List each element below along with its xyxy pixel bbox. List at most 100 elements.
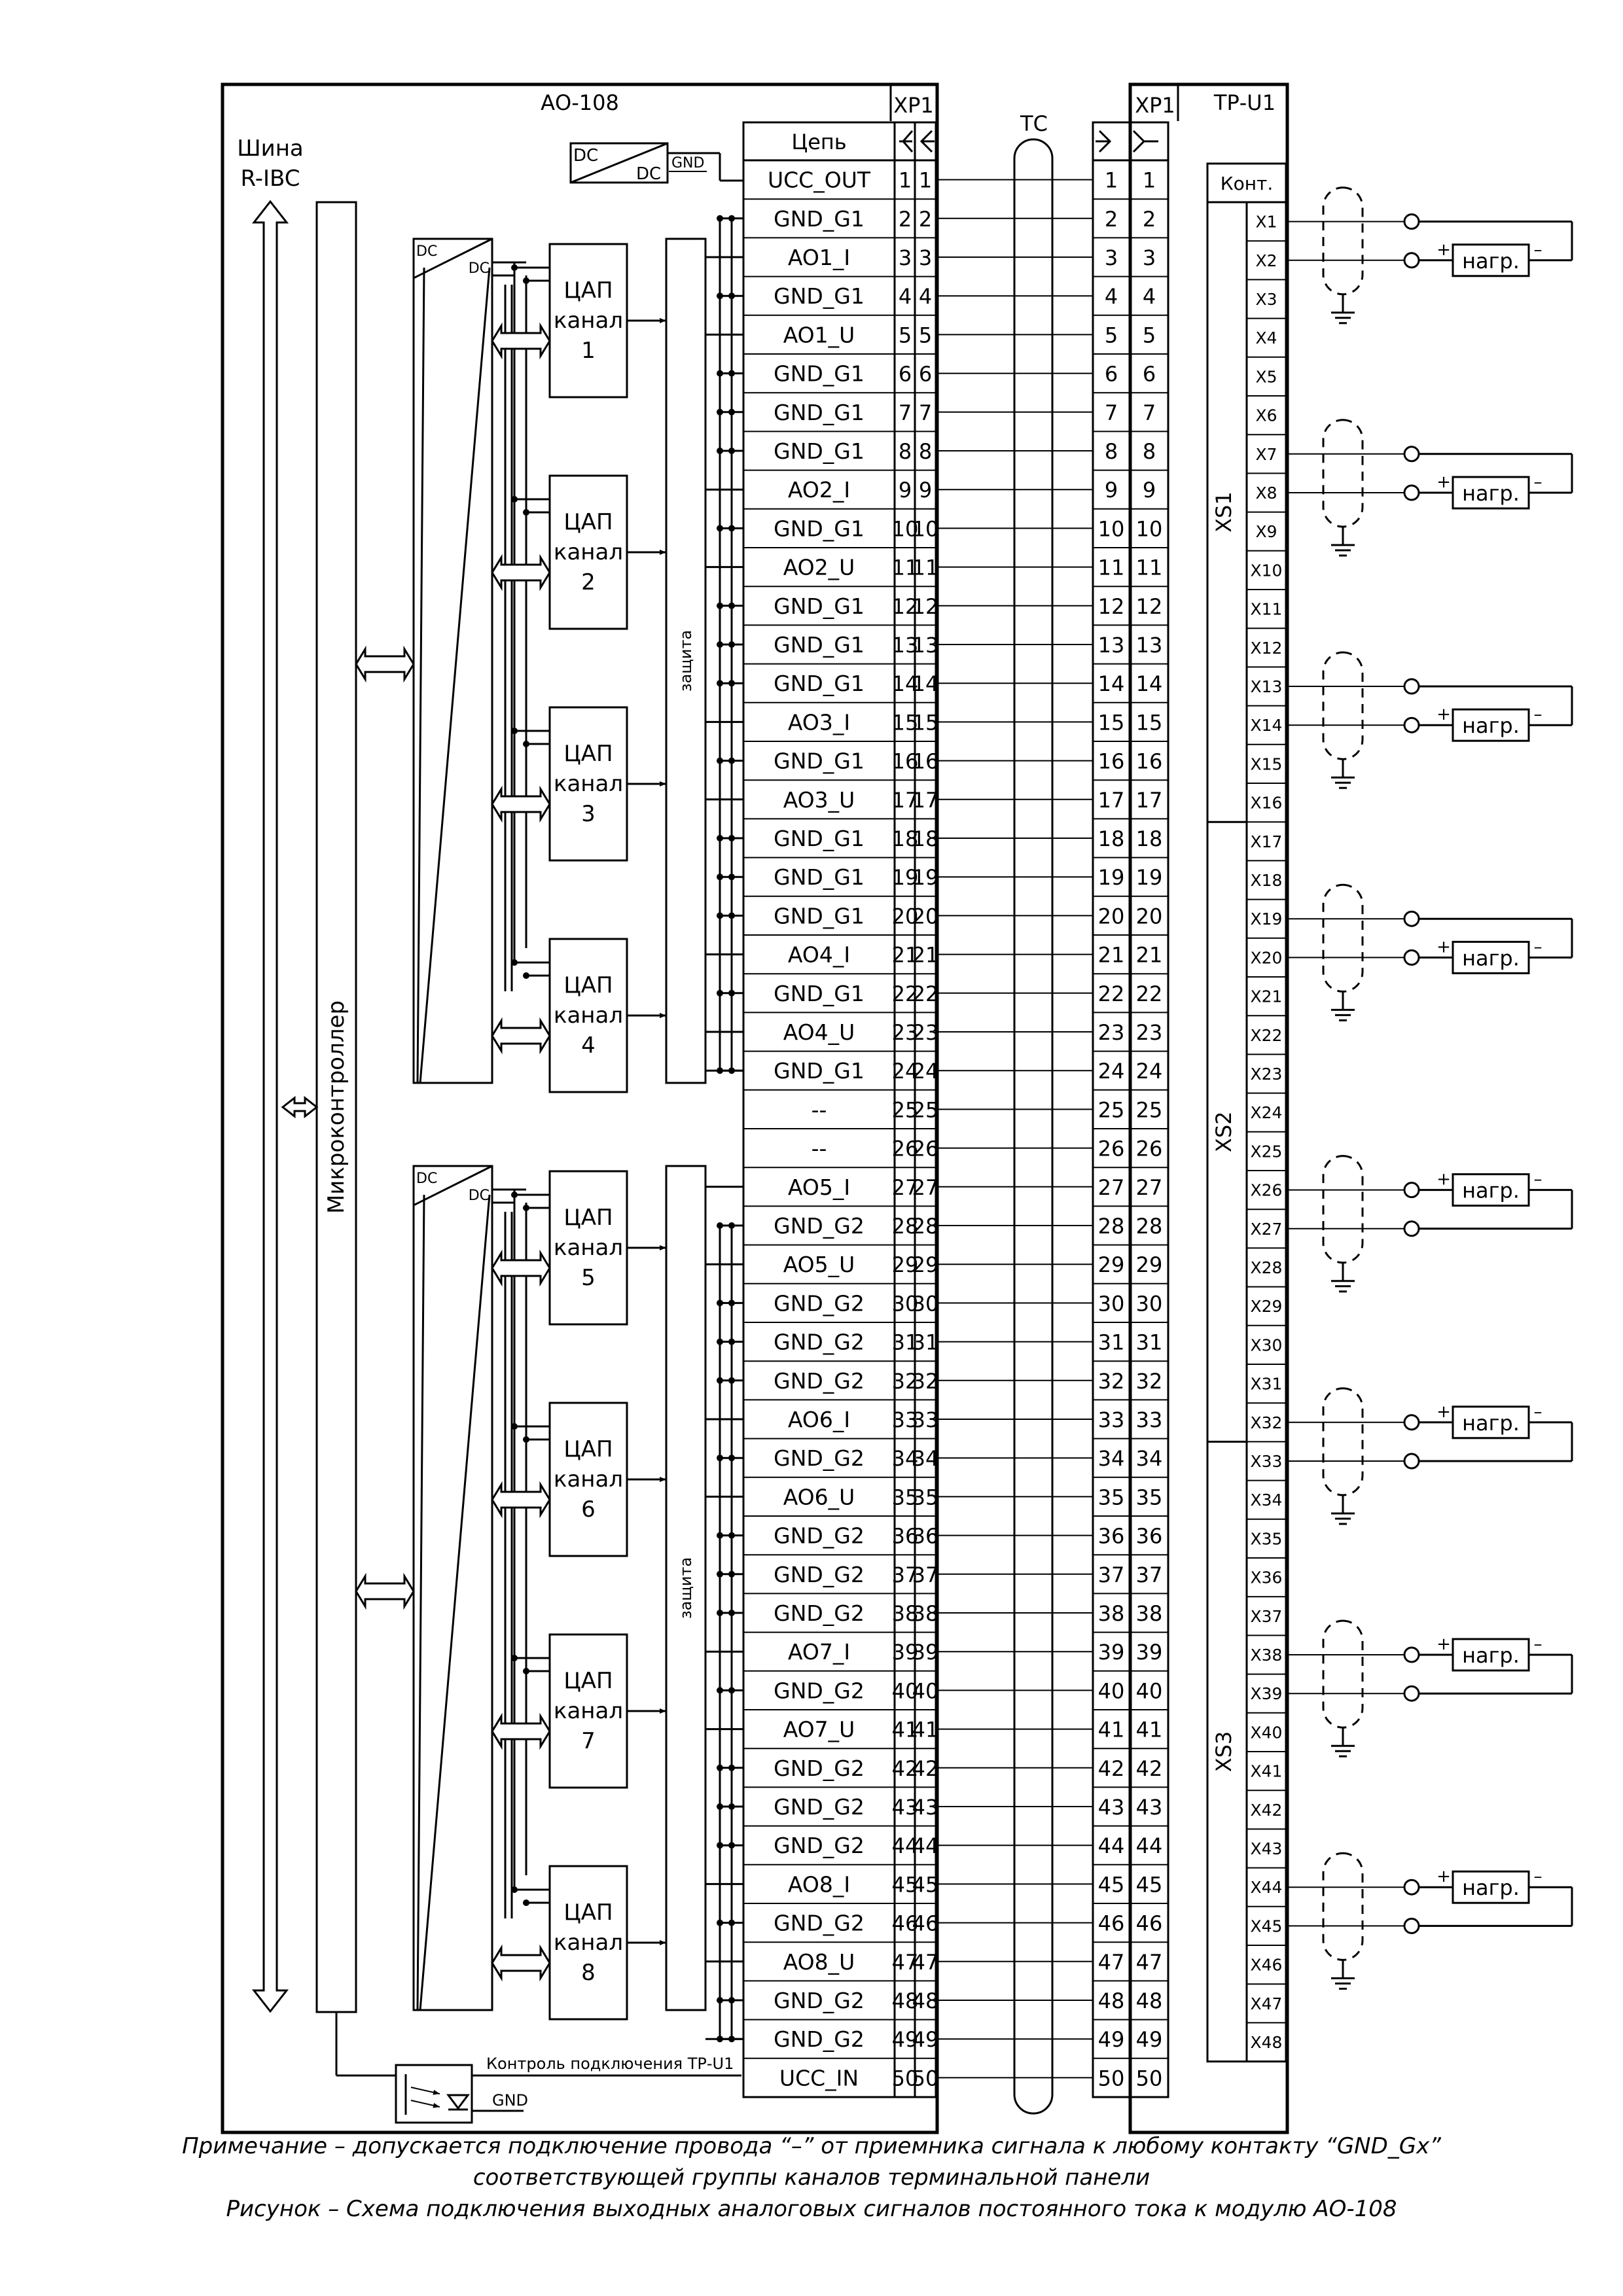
pin-number-b-35: 35	[912, 1485, 939, 1510]
dac-data-arrow-6	[491, 1481, 551, 1519]
panel-pin-number-b-34: 34	[1136, 1446, 1163, 1471]
pin-number-b-5: 5	[919, 323, 932, 347]
pin-number-b-15: 15	[912, 710, 939, 735]
panel-pin-number-a-41: 41	[1098, 1718, 1125, 1742]
pin-number-b-44: 44	[912, 1833, 939, 1858]
panel-pin-number-b-15: 15	[1136, 710, 1163, 735]
panel-pin-number-a-34: 34	[1098, 1446, 1125, 1471]
panel-pin-number-b-7: 7	[1143, 400, 1156, 425]
load-plus-4: +	[1436, 937, 1451, 957]
pin-number-a-46: 46	[892, 1911, 919, 1936]
panel-pin-number-a-42: 42	[1098, 1756, 1125, 1781]
contact-X47: X47	[1251, 1994, 1283, 2013]
load-label-7: нагр.	[1462, 1643, 1520, 1668]
pin-number-b-2: 2	[919, 207, 932, 232]
circuit-header: Цепь	[791, 130, 846, 154]
contact-X43: X43	[1251, 1839, 1283, 1858]
pin-number-a-34: 34	[892, 1446, 919, 1471]
load-plus-1: +	[1436, 240, 1451, 260]
panel-pin-number-a-26: 26	[1098, 1137, 1125, 1161]
panel-plug-symbol	[1096, 130, 1112, 153]
pin-signal-30: GND_G2	[774, 1290, 865, 1316]
terminal-a-4	[1403, 910, 1420, 927]
ext-gnd-label: GND	[671, 155, 704, 171]
load-plus-8: +	[1436, 1867, 1451, 1886]
load-minus-3: –	[1534, 705, 1543, 724]
pin-signal-1: UCC_OUT	[768, 168, 871, 193]
pin-signal-24: GND_G1	[774, 1058, 865, 1084]
panel-pin-number-a-31: 31	[1098, 1330, 1125, 1355]
terminal-a-8	[1403, 1879, 1420, 1896]
pin-number-b-10: 10	[912, 516, 939, 541]
pin-number-a-38: 38	[892, 1601, 919, 1626]
panel-pin-number-a-13: 13	[1098, 633, 1125, 658]
junction	[523, 1436, 529, 1443]
panel-pin-number-b-5: 5	[1143, 323, 1156, 347]
cable-bundle	[1013, 138, 1054, 2115]
contact-X22: X22	[1251, 1026, 1283, 1045]
contact-X25: X25	[1251, 1142, 1283, 1161]
pin-number-b-18: 18	[912, 826, 939, 851]
pin-signal-37: GND_G2	[774, 1562, 865, 1587]
pin-number-b-36: 36	[912, 1524, 939, 1549]
contact-X14: X14	[1251, 716, 1283, 735]
pin-number-a-22: 22	[892, 981, 919, 1006]
pin-number-b-12: 12	[912, 594, 939, 619]
pin-signal-26: --	[812, 1136, 827, 1161]
panel-pin-number-b-3: 3	[1143, 245, 1156, 270]
pin-signal-15: AO3_I	[788, 709, 850, 735]
load-plus-5: +	[1436, 1170, 1451, 1190]
mcu-link-arrow-1	[355, 645, 415, 683]
contact-X34: X34	[1251, 1491, 1283, 1510]
panel-pin-number-b-46: 46	[1136, 1911, 1163, 1936]
panel-pin-number-b-17: 17	[1136, 788, 1163, 813]
pin-number-a-12: 12	[892, 594, 919, 619]
pin-number-b-38: 38	[912, 1601, 939, 1626]
loads: нагр.+–нагр.+–нагр.+–нагр.+–нагр.+–нагр.…	[1286, 186, 1573, 1990]
panel-pin-number-a-23: 23	[1098, 1020, 1125, 1045]
load-label-3: нагр.	[1462, 713, 1520, 738]
dac-data-arrow-4	[491, 1017, 551, 1055]
dac-label-7: ЦАП	[563, 1668, 613, 1694]
pin-number-b-46: 46	[912, 1911, 939, 1936]
pin-number-b-9: 9	[919, 478, 932, 503]
panel-pin-number-a-32: 32	[1098, 1369, 1125, 1394]
panel-pin-number-a-46: 46	[1098, 1911, 1125, 1936]
panel-pin-number-a-16: 16	[1098, 749, 1125, 774]
pin-signal-23: AO4_U	[783, 1019, 855, 1045]
pin-signal-28: GND_G2	[774, 1213, 865, 1239]
panel-pin-number-b-47: 47	[1136, 1950, 1163, 1975]
pin-number-a-47: 47	[892, 1950, 919, 1975]
panel-pin-number-a-27: 27	[1098, 1175, 1125, 1200]
terminal-b-7	[1403, 1685, 1420, 1702]
contact-X37: X37	[1251, 1607, 1283, 1626]
junction	[523, 972, 529, 979]
load-label-1: нагр.	[1462, 249, 1520, 274]
dac-label-8: ЦАП	[563, 1899, 613, 1926]
panel-pin-number-b-39: 39	[1136, 1640, 1163, 1665]
pin-signal-25: --	[812, 1097, 827, 1122]
pin-number-b-17: 17	[912, 788, 939, 813]
dac-channel-word-2: канал	[554, 539, 623, 565]
panel-pin-number-a-36: 36	[1098, 1524, 1125, 1549]
contact-X18: X18	[1251, 871, 1283, 890]
pin-signal-35: AO6_U	[783, 1484, 855, 1510]
pin-signal-33: AO6_I	[788, 1407, 850, 1432]
panel-pin-number-b-26: 26	[1136, 1137, 1163, 1161]
pin-number-a-25: 25	[892, 1097, 919, 1122]
contact-X16: X16	[1251, 794, 1283, 813]
contact-X29: X29	[1251, 1297, 1283, 1316]
panel-pin-number-a-45: 45	[1098, 1872, 1125, 1897]
dcdc-slant-a-2	[416, 1194, 425, 2011]
note-line2: соответствующей группы каналов терминаль…	[473, 2164, 1150, 2191]
contact-X26: X26	[1251, 1181, 1283, 1200]
panel-pin-number-b-44: 44	[1136, 1833, 1163, 1858]
group-label-XS2: XS2	[1211, 1112, 1236, 1153]
contact-X6: X6	[1255, 406, 1277, 425]
contact-X11: X11	[1251, 600, 1283, 619]
dac-label-3: ЦАП	[563, 741, 613, 767]
terminal-b-6	[1403, 1453, 1420, 1470]
junction	[523, 1668, 529, 1674]
pin-number-a-39: 39	[892, 1640, 919, 1665]
pin-signal-9: AO2_I	[788, 477, 850, 503]
